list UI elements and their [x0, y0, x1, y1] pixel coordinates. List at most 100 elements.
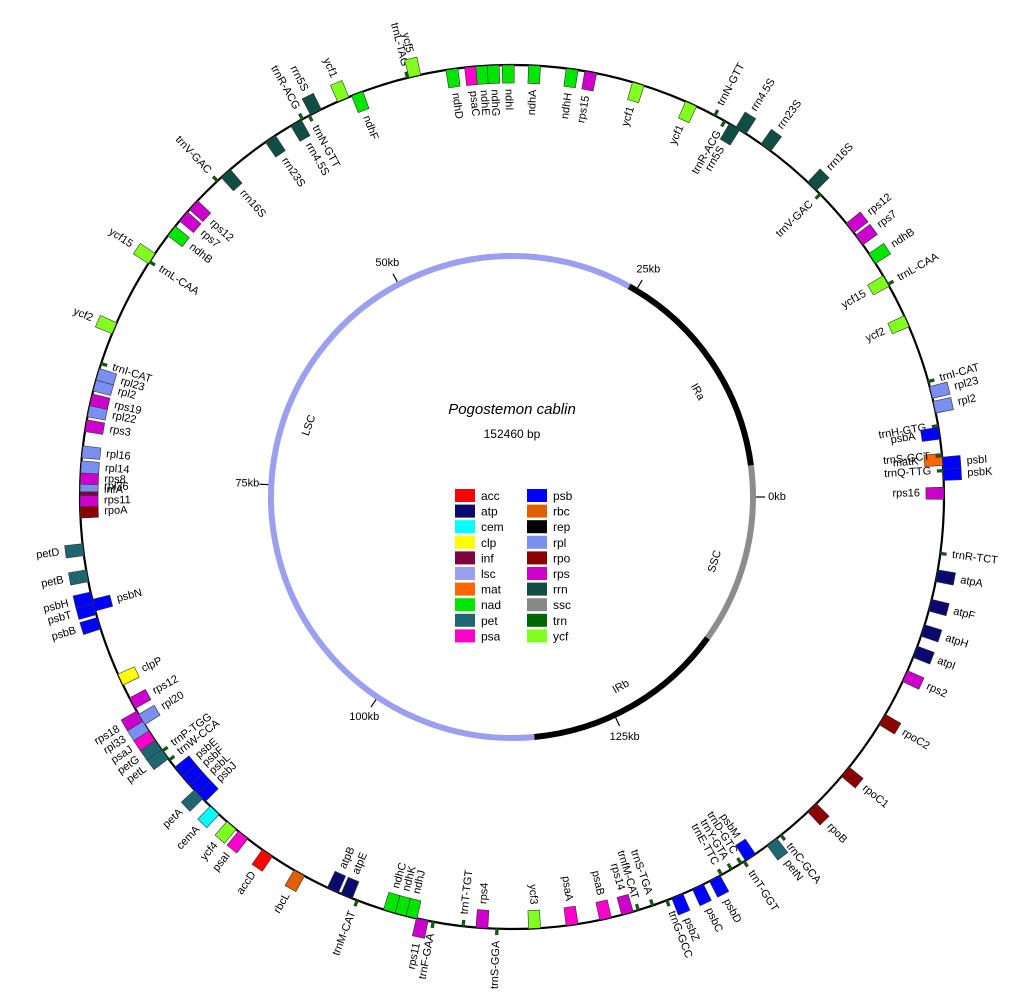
gene-block	[841, 767, 863, 788]
gene-petd: petD	[36, 544, 84, 562]
legend-label: rrn	[553, 583, 568, 597]
region-label-ira: IRa	[688, 382, 707, 404]
legend-label: psa	[481, 629, 501, 643]
gene-clpp: clpP	[118, 655, 164, 685]
legend-item-rrn: rrn	[527, 583, 568, 597]
gene-label: ycf15	[840, 288, 869, 312]
gene-block	[528, 65, 541, 84]
legend-item-rbc: rbc	[527, 505, 570, 519]
gene-trnl-caa: trnL-CAA	[149, 261, 202, 299]
gene-label: rpoB	[825, 821, 850, 846]
gene-ndha: ndhA	[526, 65, 541, 115]
tick-label: 75kb	[235, 477, 259, 489]
gene-label: trnL-CAA	[157, 263, 202, 298]
gene-trnl-caa: trnL-CAA	[887, 250, 941, 285]
legend-swatch	[527, 551, 547, 564]
gene-psaa: psaA	[559, 875, 578, 925]
region-label-ssc: SSC	[706, 549, 724, 574]
legend-label: pet	[481, 614, 498, 628]
gene-block	[926, 487, 944, 499]
gene-label: rrn16S	[824, 141, 856, 173]
legend-swatch	[527, 583, 547, 596]
gene-rps4: rps4	[476, 882, 491, 928]
gene-ycf2: ycf2	[71, 305, 116, 333]
gene-block	[252, 850, 272, 872]
gene-block	[495, 929, 498, 935]
gene-block	[80, 506, 98, 518]
gene-block	[928, 379, 934, 383]
gene-label: petB	[40, 574, 64, 590]
gene-block	[502, 65, 514, 83]
gene-rpoc2: rpoC2	[879, 714, 932, 752]
legend-swatch	[455, 520, 475, 533]
gene-block	[930, 382, 950, 398]
gene-rrn16s: rrn16S	[221, 169, 268, 220]
gene-rps15: rps15	[575, 71, 596, 124]
gene-label: trnV-GAC	[173, 134, 214, 177]
gene-label: psaA	[559, 875, 574, 902]
gene-block	[936, 454, 942, 457]
legend-item-rpl: rpl	[527, 536, 566, 550]
gene-block	[582, 71, 597, 91]
gene-block	[80, 495, 98, 507]
gene-block	[761, 129, 782, 151]
legend-swatch	[455, 505, 475, 518]
gene-label: atpA	[959, 574, 984, 590]
gene-trnq-ttg: trnQ-TTG	[884, 465, 943, 480]
legend-swatch	[455, 614, 475, 627]
gene-rrn23s: rrn23S	[761, 98, 804, 151]
gene-block	[168, 755, 174, 761]
gene-label: trnV-GAC	[774, 198, 816, 240]
gene-atpf: atpF	[929, 599, 977, 622]
gene-trnt-ggt: trnT-GGT	[743, 861, 781, 914]
legend-label: rbc	[553, 505, 570, 519]
gene-block	[780, 834, 786, 840]
gene-label: clpP	[140, 655, 164, 675]
gene-ndhb: ndhB	[869, 226, 917, 264]
gene-ycf3: ycf3	[526, 884, 540, 929]
gene-block	[92, 595, 112, 611]
gene-block	[635, 904, 639, 911]
gene-block	[487, 65, 500, 83]
gene-block	[168, 226, 189, 246]
gene-label: rps16	[892, 487, 920, 499]
gene-block	[68, 570, 88, 585]
gene-rrn4-5s: rrn4.5S	[736, 76, 778, 133]
gene-block	[721, 120, 726, 127]
gene-rbcl: rbcL	[272, 870, 305, 915]
legend-swatch	[455, 583, 475, 596]
gene-label: atpI	[936, 655, 957, 673]
gene-block	[596, 900, 611, 920]
gene-label: trnL-CAA	[895, 250, 941, 283]
gene-rrn16s: rrn16S	[808, 141, 856, 190]
tick-label: 0kb	[768, 491, 786, 503]
gene-block	[308, 115, 313, 122]
gene-label: rps15	[575, 95, 592, 124]
legend-item-rpo: rpo	[527, 551, 571, 565]
legend-item-ycf: ycf	[527, 629, 569, 643]
legend-item-atp: atp	[455, 505, 498, 519]
gene-block	[937, 469, 943, 472]
gene-ndhh: ndhH	[559, 68, 578, 119]
outer-circle	[80, 65, 944, 929]
gene-trnt-tgt: trnT-TGT	[458, 869, 475, 926]
gene-petb: petB	[40, 570, 88, 590]
gene-rps2: rps2	[903, 671, 949, 701]
legend-item-psa: psa	[455, 629, 501, 643]
legend-swatch	[527, 489, 547, 502]
gene-rps16: rps16	[892, 487, 944, 499]
gene-label: rpl2	[957, 392, 977, 408]
legend-swatch	[455, 536, 475, 549]
gene-block	[743, 861, 748, 867]
legend-label: nad	[481, 598, 501, 612]
gene-layer: trnR-TCTatpAatpFatpHatpIrps2rpoC2rpoC1rp…	[36, 22, 999, 989]
gene-label: ycf1	[620, 105, 637, 128]
gene-label: rpoC2	[900, 727, 932, 753]
gene-block	[198, 806, 219, 828]
gene-psab: psaB	[589, 870, 611, 920]
gene-label: petA	[161, 806, 186, 831]
gene-label: atpH	[944, 632, 970, 651]
gene-label: ndhA	[526, 89, 539, 116]
gene-block	[528, 910, 541, 929]
